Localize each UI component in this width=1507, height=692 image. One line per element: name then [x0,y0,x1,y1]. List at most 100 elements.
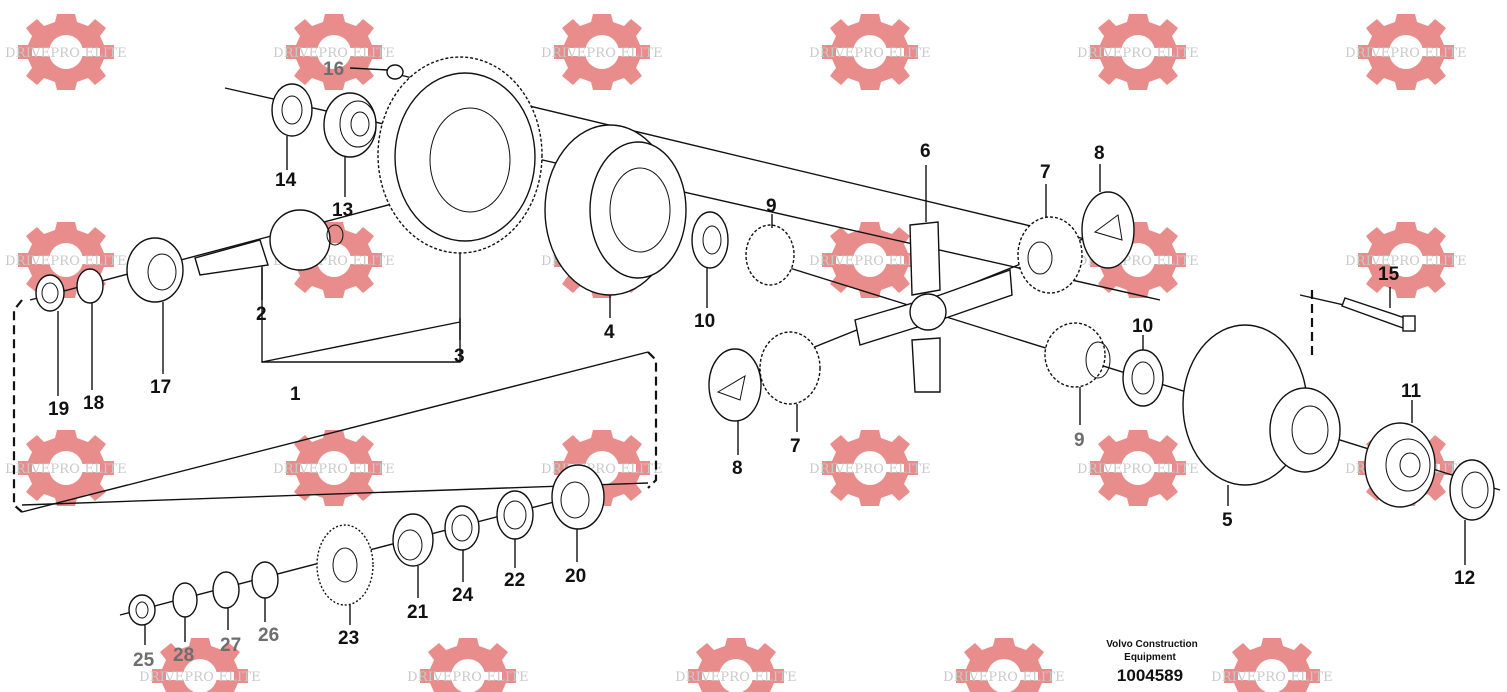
part-washer-19 [35,274,65,312]
watermark-text: DRIVEPRO ELITE [541,46,663,61]
watermark-mark: DRIVEPRO ELITE [809,430,931,506]
part-housing-4 [544,124,687,296]
watermark-mark: DRIVEPRO ELITE [273,430,395,506]
watermark-mark: DRIVEPRO ELITE [5,430,127,506]
watermark-text: DRIVEPRO ELITE [5,254,127,269]
part-lockwasher-27 [212,571,240,609]
part-gear-7b [759,331,821,405]
part-gear-7a [1017,216,1083,294]
watermark-mark: DRIVEPRO ELITE [675,638,797,692]
watermark-mark: DRIVEPRO ELITE [1345,14,1467,90]
brand-line-2: Equipment [1124,652,1176,663]
part-cross-6 [854,221,1013,393]
part-nut-16 [386,64,404,80]
watermark-text: DRIVEPRO ELITE [1345,254,1467,269]
watermark-mark: DRIVEPRO ELITE [139,638,261,692]
part-nut-25 [128,594,156,626]
part-washer-8a [1081,191,1135,269]
watermark-text: DRIVEPRO ELITE [675,670,797,685]
callout-5: 5 [1222,510,1233,531]
part-gear-9b [1044,322,1111,388]
watermark-mark: DRIVEPRO ELITE [1077,14,1199,90]
watermark-mark: DRIVEPRO ELITE [541,14,663,90]
watermark-mark: DRIVEPRO ELITE [809,14,931,90]
watermark-mark: DRIVEPRO ELITE [1345,222,1467,298]
watermark-text: DRIVEPRO ELITE [139,670,261,685]
callout-19: 19 [48,399,69,420]
part-washer-12 [1449,459,1495,521]
part-bolt-15 [1341,297,1416,332]
watermark-text: DRIVEPRO ELITE [809,254,931,269]
watermark-mark: DRIVEPRO ELITE [5,14,127,90]
watermark-text: DRIVEPRO ELITE [5,462,127,477]
callout-13: 13 [332,200,353,221]
watermark-text: DRIVEPRO ELITE [1211,670,1333,685]
part-gear-9a [745,224,795,286]
callout-10a: 10 [694,311,715,332]
callout-8b: 8 [732,458,743,479]
part-housing-5 [1182,324,1341,486]
callout-6: 6 [920,141,931,162]
part-bearing-11 [1364,422,1436,508]
callout-21: 21 [407,602,429,623]
part-bearing-13 [323,92,377,158]
callout-9a: 9 [766,196,777,217]
watermark-text: DRIVEPRO ELITE [5,46,127,61]
callout-14: 14 [275,170,297,191]
part-bearing-20 [551,464,605,530]
callout-27: 27 [220,635,241,656]
watermark-text: DRIVEPRO ELITE [273,46,395,61]
part-washer-22 [496,490,534,540]
watermark-mark: DRIVEPRO ELITE [943,638,1065,692]
callout-16: 16 [323,59,344,80]
watermark-mark: DRIVEPRO ELITE [1077,430,1199,506]
part-washer-18 [76,268,104,304]
callout-22: 22 [504,570,525,591]
watermark-text: DRIVEPRO ELITE [273,462,395,477]
part-washer-8b [708,348,762,422]
callout-26: 26 [258,625,279,646]
watermark-text: DRIVEPRO ELITE [1077,46,1199,61]
callout-25: 25 [133,650,155,671]
watermark-mark: DRIVEPRO ELITE [273,14,395,90]
part-coupling-23 [316,524,374,606]
part-washer-14 [271,83,313,137]
part-washer-10a [691,211,729,269]
watermark-text: DRIVEPRO ELITE [809,462,931,477]
callout-20: 20 [565,566,586,587]
callout-7b: 7 [790,436,801,457]
brand-line-1: Volvo Construction [1106,639,1197,650]
part-washer-10b [1122,349,1164,407]
leader-lines [57,67,1466,645]
callout-11: 11 [1401,381,1422,402]
callout-18: 18 [83,393,104,414]
watermark-mark: DRIVEPRO ELITE [407,638,529,692]
part-washer-28 [172,582,198,618]
callout-4: 4 [604,322,615,343]
watermark-text: DRIVEPRO ELITE [943,670,1065,685]
part-washer-24 [444,505,480,551]
part-pinion-2 [194,209,344,276]
watermark-text: DRIVEPRO ELITE [809,46,931,61]
watermark-text: DRIVEPRO ELITE [1077,462,1199,477]
callout-24: 24 [452,585,474,606]
callout-23: 23 [338,628,359,649]
callout-1: 1 [290,384,301,405]
callout-9b: 9 [1074,430,1085,451]
callouts: 1 2 3 4 5 6 7 7 8 8 9 9 10 10 11 12 13 1… [48,59,1475,671]
part-lockwasher-26 [251,561,279,599]
callout-8a: 8 [1094,143,1105,164]
watermark-text: DRIVEPRO ELITE [1345,46,1467,61]
callout-12: 12 [1454,568,1475,589]
watermark-mark: DRIVEPRO ELITE [5,222,127,298]
part-bearing-17 [126,237,184,303]
callout-28: 28 [173,645,194,666]
callout-2: 2 [256,304,267,325]
part-bearing-21 [392,513,434,567]
callout-15: 15 [1378,264,1400,285]
callout-10b: 10 [1132,316,1153,337]
watermark-mark: DRIVEPRO ELITE [809,222,931,298]
callout-17: 17 [150,377,171,398]
callout-7a: 7 [1040,162,1051,183]
